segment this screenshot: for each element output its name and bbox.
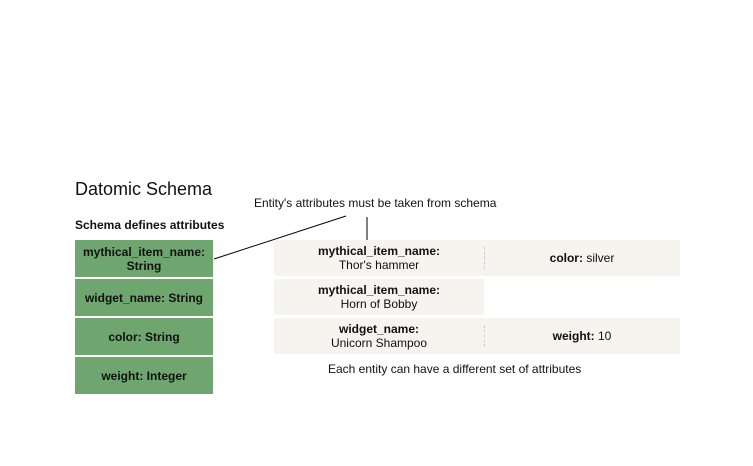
schema-attribute-box: widget_name: String (75, 279, 213, 316)
entity-attribute-key: color: (549, 251, 583, 265)
schema-heading: Schema defines attributes (75, 218, 225, 232)
entity-attribute-key: widget_name: (338, 322, 419, 336)
entity-divider (484, 325, 485, 347)
entity-attribute-key: mythical_item_name: (317, 244, 441, 258)
entity-row: mythical_item_name: Thor's hammer color:… (274, 240, 680, 276)
entity-attribute-key: weight: (552, 329, 595, 343)
diagram-title: Datomic Schema (75, 179, 213, 199)
entity-divider (484, 247, 485, 269)
entity-row: mythical_item_name: Horn of Bobby (274, 279, 484, 315)
schema-attribute-type: String (126, 258, 162, 273)
schema-attribute-name: mythical_item_name (82, 244, 202, 259)
schema-attribute-name: widget_name (84, 290, 161, 305)
schema-attribute-type: String (145, 329, 180, 344)
entity-attribute-value: Horn of Bobby (340, 297, 418, 311)
entity-attribute-value: Thor's hammer (338, 258, 420, 272)
entity-row: widget_name: Unicorn Shampoo weight: 10 (274, 318, 680, 354)
schema-attribute-box: color: String (75, 318, 213, 355)
entity-attribute: mythical_item_name: Thor's hammer (274, 240, 484, 276)
entity-attribute: mythical_item_name: Horn of Bobby (274, 279, 484, 315)
entity-attribute: widget_name: Unicorn Shampoo (274, 318, 484, 354)
entity-attribute-value: Unicorn Shampoo (330, 336, 428, 350)
schema-attribute-box: weight: Integer (75, 357, 213, 394)
schema-attribute-name: weight (101, 368, 140, 383)
entity-attribute: color: silver (484, 240, 680, 276)
callout-text: Entity's attributes must be taken from s… (254, 196, 497, 210)
schema-attribute-box: mythical_item_name: String (75, 240, 213, 277)
schema-attribute-type: String (168, 290, 204, 305)
entity-attribute: weight: 10 (484, 318, 680, 354)
schema-attribute-name: color (108, 329, 138, 344)
schema-attribute-type: Integer (146, 368, 187, 383)
entity-attribute-value: silver (586, 251, 615, 265)
entity-attribute-value: 10 (597, 329, 612, 343)
footer-note: Each entity can have a different set of … (328, 362, 582, 376)
entity-attribute-key: mythical_item_name: (317, 283, 441, 297)
